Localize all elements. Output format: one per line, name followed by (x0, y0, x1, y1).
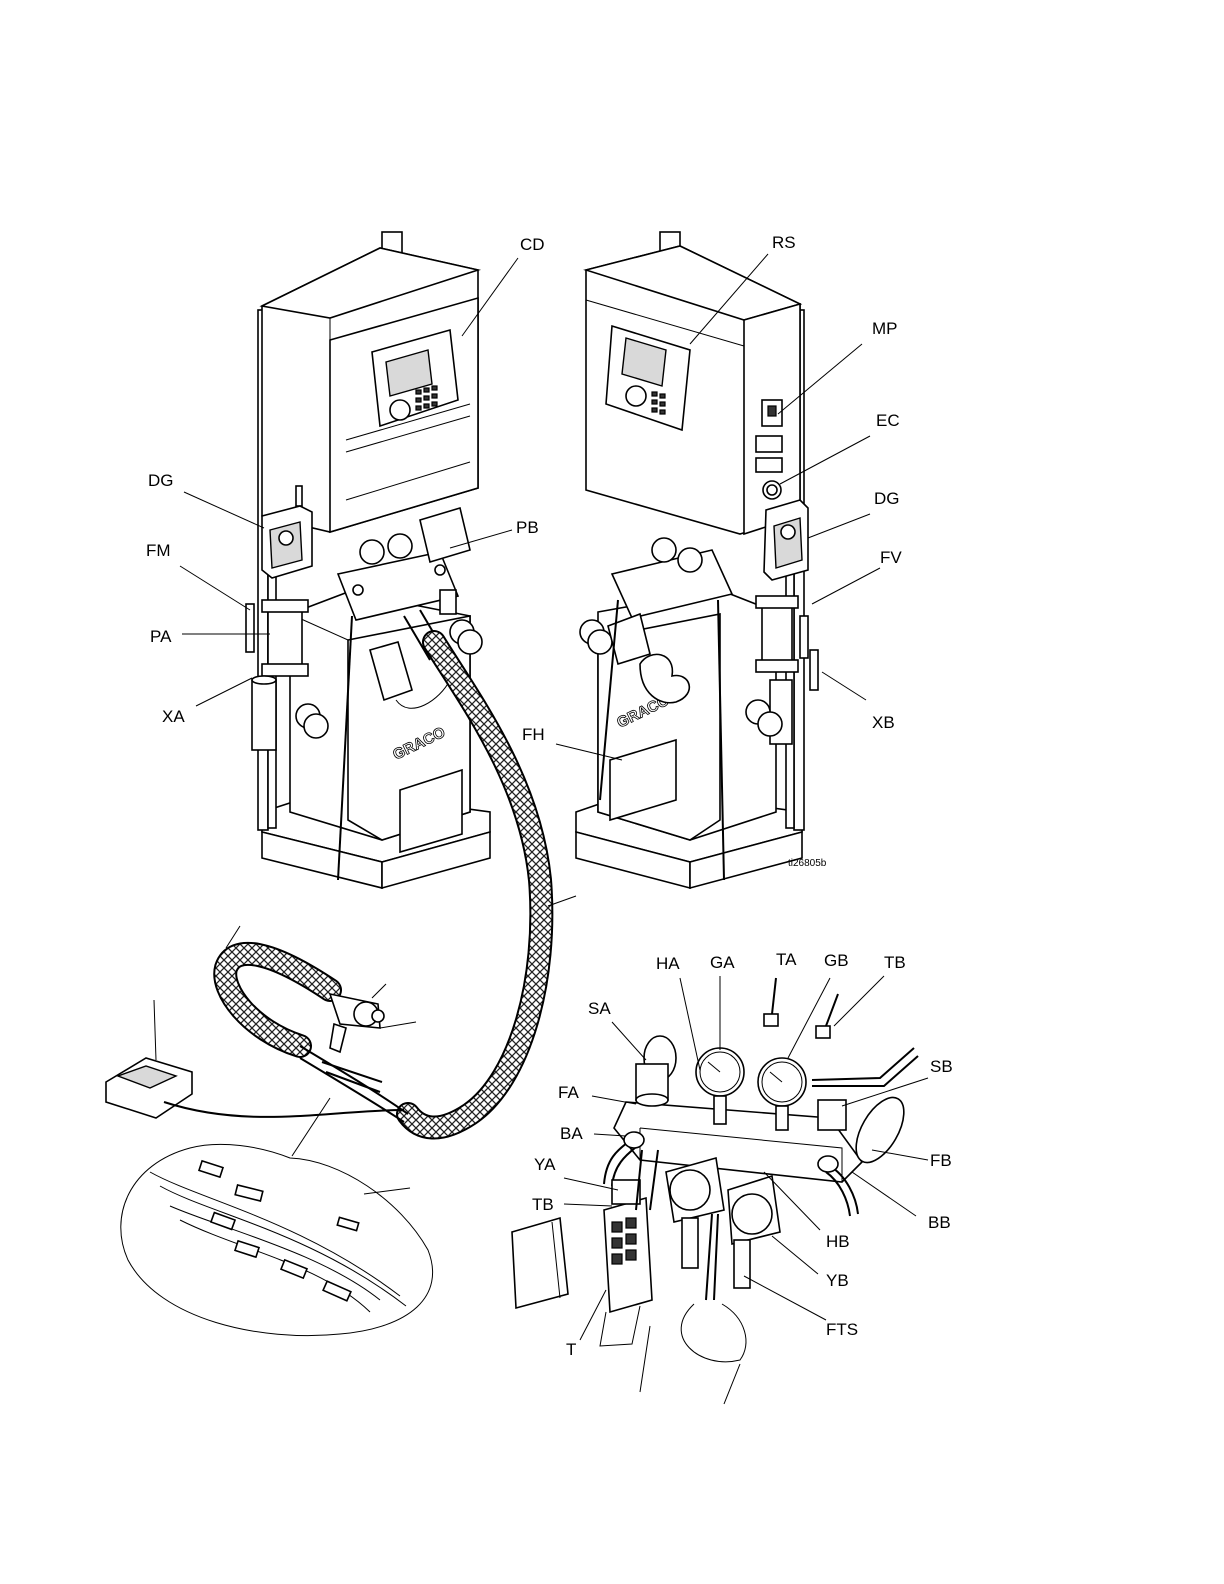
digital-gauge-right (764, 500, 808, 580)
label-dg-right: DG (874, 489, 900, 508)
label-sa: SA (588, 999, 611, 1018)
label-yb: YB (826, 1271, 849, 1290)
digital-gauge-left (262, 506, 312, 578)
label-cd: CD (520, 235, 545, 254)
label-tb-bottom: TB (532, 1195, 554, 1214)
label-fb: FB (930, 1151, 952, 1170)
label-ba: BA (560, 1124, 583, 1143)
label-fts: FTS (826, 1320, 858, 1339)
label-sb: SB (930, 1057, 953, 1076)
label-mp: MP (872, 319, 898, 338)
label-gb: GB (824, 951, 849, 970)
label-ec: EC (876, 411, 900, 430)
label-dg-left: DG (148, 471, 174, 490)
label-ya: YA (534, 1155, 556, 1174)
figure-ref-id: ti26805b (788, 858, 827, 869)
label-fv: FV (880, 548, 902, 567)
label-fh: FH (522, 725, 545, 744)
hose-detail-oval (121, 1098, 433, 1336)
terminal-block (600, 1180, 652, 1346)
left-proportioner-unit: GRACO (246, 232, 490, 888)
label-ta: TA (776, 950, 797, 969)
label-fm: FM (146, 541, 171, 560)
label-rs: RS (772, 233, 796, 252)
label-pb: PB (516, 518, 539, 537)
spray-gun (330, 984, 416, 1052)
label-pa: PA (150, 627, 172, 646)
label-tb-top: TB (884, 953, 906, 972)
label-xa: XA (162, 707, 185, 726)
label-xb: XB (872, 713, 895, 732)
label-hb: HB (826, 1232, 850, 1251)
label-ha: HA (656, 954, 680, 973)
label-fa: FA (558, 1083, 579, 1102)
label-ga: GA (710, 953, 735, 972)
label-t: T (566, 1340, 576, 1359)
label-bb: BB (928, 1213, 951, 1232)
